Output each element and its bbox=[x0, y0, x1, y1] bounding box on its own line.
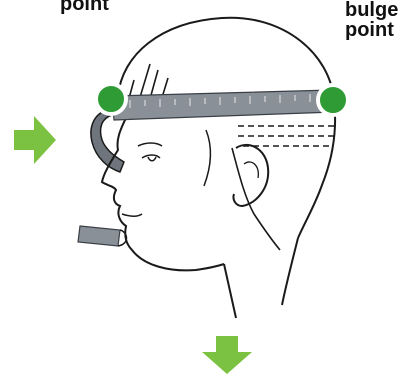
front-point-marker bbox=[96, 84, 126, 114]
tape-hanging-end bbox=[78, 226, 120, 246]
mouth bbox=[122, 214, 142, 216]
head-outline bbox=[118, 18, 335, 238]
cheek-line bbox=[204, 130, 210, 186]
down-arrow-icon bbox=[202, 336, 252, 374]
eye bbox=[142, 155, 160, 161]
right-arrow-icon bbox=[14, 116, 56, 164]
face-profile bbox=[102, 118, 224, 270]
neck-back bbox=[282, 238, 298, 305]
neck-front bbox=[224, 264, 236, 318]
rear-bulge-point-marker bbox=[318, 85, 348, 115]
eyebrow bbox=[138, 143, 162, 146]
ear-inner bbox=[244, 162, 258, 178]
